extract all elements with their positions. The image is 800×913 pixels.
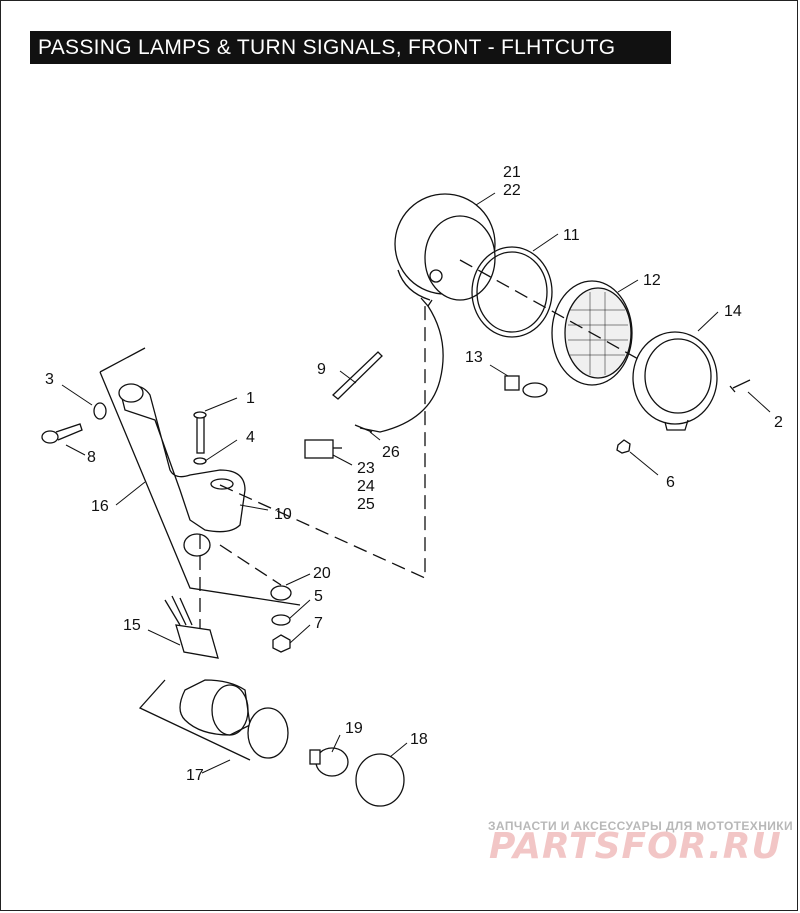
callout-18: 18 xyxy=(410,731,428,748)
signal-mount xyxy=(164,595,219,659)
retaining-ring xyxy=(471,246,553,338)
assembly-line-lamp xyxy=(219,306,426,580)
callout-5: 5 xyxy=(314,588,323,605)
mounting-bracket xyxy=(118,383,246,557)
trim-ring xyxy=(632,331,718,431)
bulb-19 xyxy=(309,747,349,777)
callout-19: 19 xyxy=(345,720,363,737)
callout-22: 22 xyxy=(503,182,521,199)
callout-9: 9 xyxy=(317,361,326,378)
callout-1: 1 xyxy=(246,390,255,407)
callout-14: 14 xyxy=(724,303,742,320)
connector xyxy=(304,439,342,459)
callout-3: 3 xyxy=(45,371,54,388)
callout-7: 7 xyxy=(314,615,323,632)
watermark-brand: PARTSFOR.RU xyxy=(489,826,782,867)
callout-11: 11 xyxy=(563,227,580,244)
lamp-housing xyxy=(394,193,496,308)
washer-4 xyxy=(193,457,207,465)
callout-21: 21 xyxy=(503,164,521,181)
assembly-line-signal xyxy=(219,544,282,586)
bolt-1 xyxy=(193,411,207,454)
lamp-wire xyxy=(359,305,444,433)
trim-screw xyxy=(729,379,751,393)
terminal xyxy=(354,424,373,433)
callout-8: 8 xyxy=(87,449,96,466)
callout-23: 23 xyxy=(357,460,375,477)
cable-strap xyxy=(332,351,383,400)
assembly-line-lamp-axis xyxy=(459,259,641,361)
callout-24: 24 xyxy=(357,478,375,495)
callout-25: 25 xyxy=(357,496,375,513)
callout-10: 10 xyxy=(274,506,292,523)
callout-15: 15 xyxy=(123,617,141,634)
callout-12: 12 xyxy=(643,272,661,289)
signal-bounding-line xyxy=(138,679,251,761)
callout-13: 13 xyxy=(465,349,483,366)
callout-16: 16 xyxy=(91,498,109,515)
watermark-subtitle: ЗАПЧАСТИ И АКСЕССУАРЫ ДЛЯ МОТОТЕХНИКИ xyxy=(488,819,794,833)
nut-6 xyxy=(616,439,631,454)
callout-20: 20 xyxy=(313,565,331,582)
signal-housing xyxy=(179,679,289,759)
callout-4: 4 xyxy=(246,429,255,446)
page-title: PASSING LAMPS & TURN SIGNALS, FRONT - FL… xyxy=(30,31,671,64)
bracket-outline xyxy=(99,347,301,606)
callout-17: 17 xyxy=(186,767,204,784)
screw-8 xyxy=(41,423,83,444)
washer-5 xyxy=(271,614,291,626)
callout-2: 2 xyxy=(774,414,783,431)
callout-26: 26 xyxy=(382,444,400,461)
callout-6: 6 xyxy=(666,474,675,491)
washer-3 xyxy=(93,402,107,420)
bulb-13 xyxy=(504,375,548,398)
nut-7 xyxy=(272,634,291,653)
lens-18 xyxy=(355,753,405,807)
grommet-20 xyxy=(270,585,292,601)
